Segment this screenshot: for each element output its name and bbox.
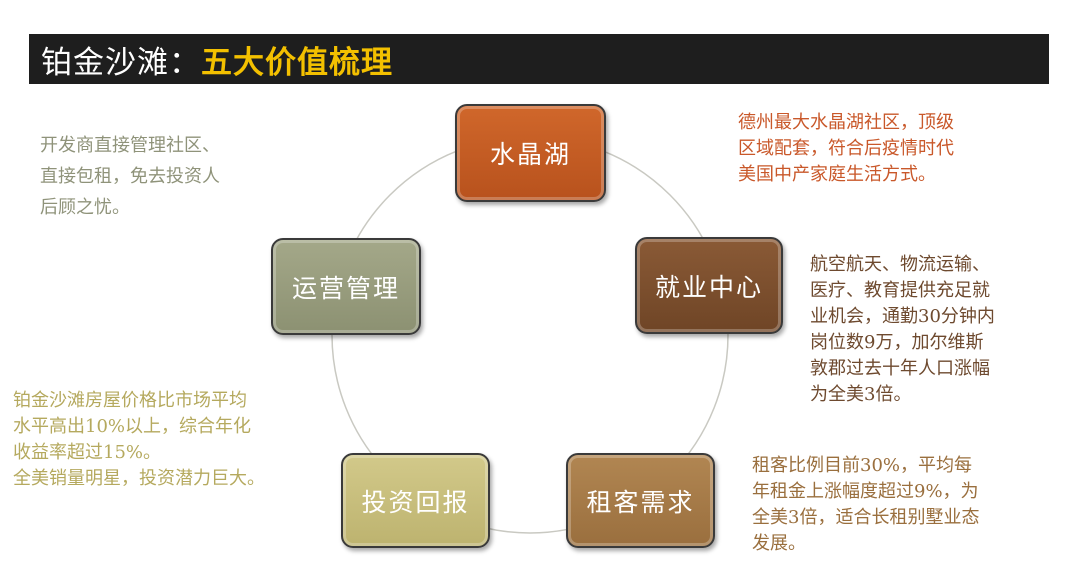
desc-line: 美国中产家庭生活方式。 bbox=[738, 164, 936, 185]
desc-line: 为全美3倍。 bbox=[810, 384, 912, 405]
desc-line: 区域配套，符合后疫情时代 bbox=[738, 138, 954, 159]
desc-line: 全美3倍，适合长租别墅业态 bbox=[752, 507, 980, 528]
title-bar: 铂金沙滩： 五大价值梳理 bbox=[29, 34, 1049, 84]
desc-crystal-lake: 德州最大水晶湖社区，顶级 区域配套，符合后疫情时代 美国中产家庭生活方式。 bbox=[738, 110, 954, 188]
desc-line: 医疗、教育提供充足就 bbox=[810, 280, 990, 301]
desc-employment-center: 航空航天、物流运输、 医疗、教育提供充足就 业机会，通勤30分钟内 岗位数9万，… bbox=[810, 252, 995, 408]
desc-line: 德州最大水晶湖社区，顶级 bbox=[738, 112, 954, 133]
desc-line: 业机会，通勤30分钟内 bbox=[810, 306, 995, 327]
desc-investment-return: 铂金沙滩房屋价格比市场平均 水平高出10%以上，综合年化 收益率超过15%。 全… bbox=[13, 388, 265, 492]
title-main: 铂金沙滩： bbox=[41, 44, 201, 81]
desc-line: 全美销量明星，投资潜力巨大。 bbox=[13, 468, 265, 489]
desc-line: 直接包租，免去投资人 bbox=[40, 166, 220, 187]
desc-line: 铂金沙滩房屋价格比市场平均 bbox=[13, 390, 247, 411]
desc-line: 航空航天、物流运输、 bbox=[810, 254, 990, 275]
desc-tenant-demand: 租客比例目前30%，平均每 年租金上涨幅度超过9%，为 全美3倍，适合长租别墅业… bbox=[752, 453, 979, 557]
desc-line: 收益率超过15%。 bbox=[13, 442, 162, 463]
desc-line: 水平高出10%以上，综合年化 bbox=[13, 416, 252, 437]
node-tenant-demand: 租客需求 bbox=[566, 453, 715, 548]
desc-line: 租客比例目前30%，平均每 bbox=[752, 455, 973, 476]
node-crystal-lake: 水晶湖 bbox=[455, 104, 606, 202]
desc-line: 开发商直接管理社区、 bbox=[40, 135, 220, 156]
desc-line: 后顾之忧。 bbox=[40, 197, 130, 218]
desc-line: 岗位数9万，加尔维斯 bbox=[810, 332, 984, 353]
desc-line: 年租金上涨幅度超过9%，为 bbox=[752, 481, 979, 502]
node-operations-management: 运营管理 bbox=[271, 238, 421, 335]
desc-line: 敦郡过去十年人口涨幅 bbox=[810, 358, 990, 379]
desc-operations-management: 开发商直接管理社区、 直接包租，免去投资人 后顾之忧。 bbox=[40, 130, 220, 223]
desc-line: 发展。 bbox=[752, 533, 806, 554]
node-employment-center: 就业中心 bbox=[635, 237, 783, 334]
title-sub: 五大价值梳理 bbox=[201, 44, 393, 81]
node-investment-return: 投资回报 bbox=[341, 453, 490, 548]
